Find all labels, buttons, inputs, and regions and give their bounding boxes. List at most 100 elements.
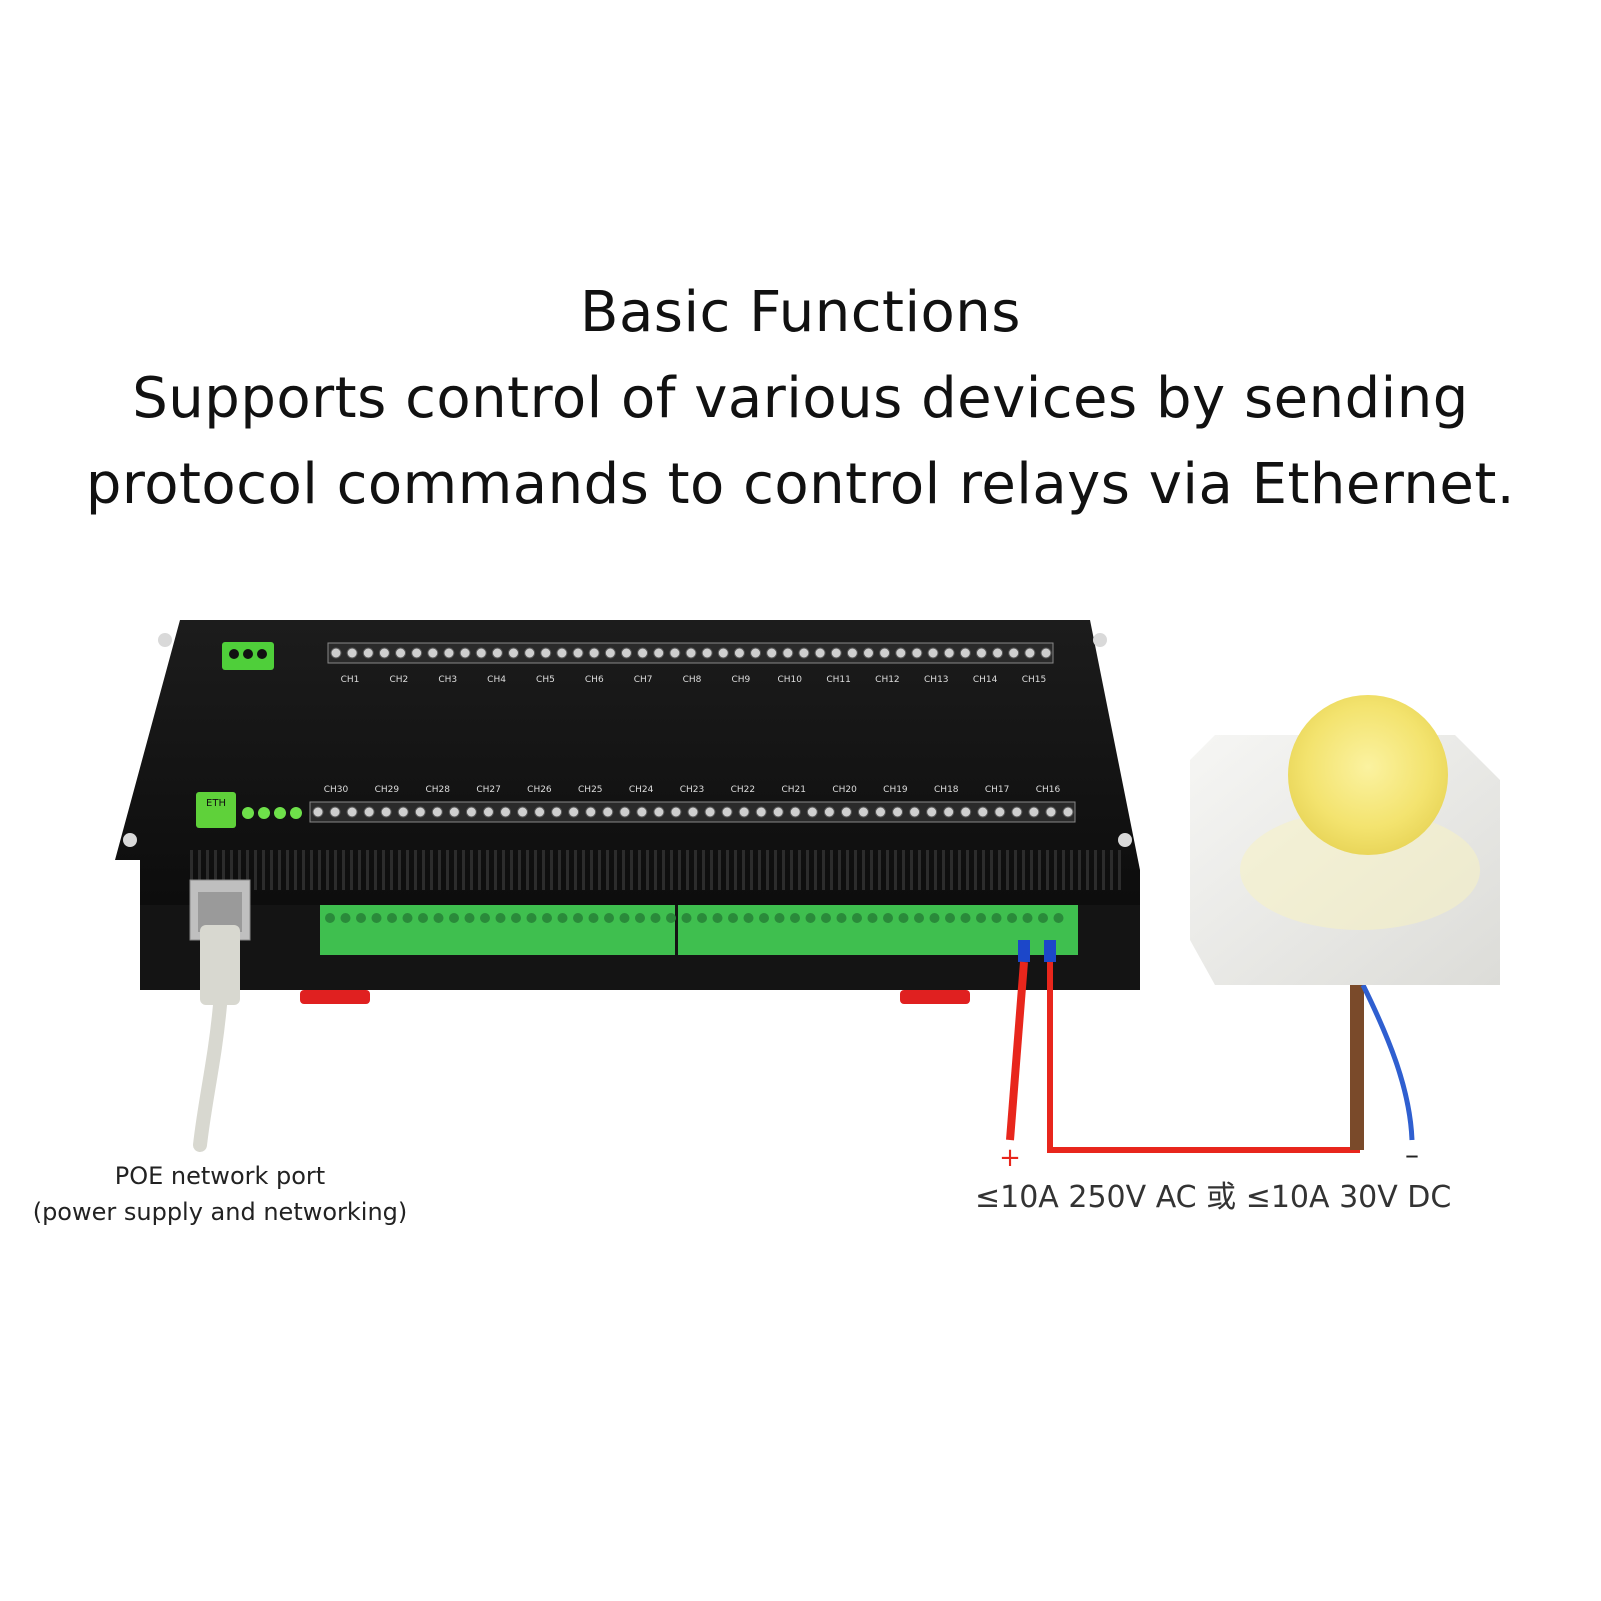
vent-slot <box>1014 850 1017 890</box>
terminal-screw-icon <box>782 647 794 659</box>
vent-slot <box>846 850 849 890</box>
vent-slot <box>542 850 545 890</box>
terminal-screw-icon <box>960 913 971 923</box>
red-wire-return <box>1047 962 1360 1153</box>
terminal-screw-icon <box>325 913 335 923</box>
vent-slot <box>390 850 393 890</box>
poe-callout: POE network port (power supply and netwo… <box>20 1158 420 1230</box>
terminal-screw-icon <box>867 913 878 923</box>
vent-slot <box>1110 850 1113 890</box>
terminal-screw-icon <box>914 913 924 923</box>
vent-slot <box>350 850 353 890</box>
terminal-screw-icon <box>431 806 443 818</box>
vent-slot <box>646 850 649 890</box>
terminal-screw-icon <box>411 647 423 659</box>
terminal-screw-icon <box>857 806 869 818</box>
terminal-screw-icon <box>911 647 923 659</box>
terminal-screw-icon <box>356 913 366 923</box>
terminal-screw-icon <box>909 806 921 818</box>
terminal-screw-icon <box>395 647 407 659</box>
channel-label: CH18 <box>934 785 959 795</box>
terminal-screw-icon <box>508 647 519 659</box>
vent-slot <box>990 850 993 890</box>
bottom-screw-row <box>312 806 1074 818</box>
terminal-screw-icon <box>976 913 986 923</box>
lamp-device <box>1190 695 1500 985</box>
vent-slot <box>1102 850 1105 890</box>
vent-slot <box>238 850 241 890</box>
terminal-screw-icon <box>766 647 778 659</box>
terminal-screw-icon <box>557 913 568 923</box>
vent-slot <box>190 850 193 890</box>
terminal-screw-icon <box>685 647 697 659</box>
channel-label: CH13 <box>924 675 949 685</box>
channel-label: CH3 <box>438 675 457 685</box>
terminal-screw-icon <box>363 806 375 818</box>
terminal-screw-icon <box>495 913 506 923</box>
channel-label: CH30 <box>324 785 349 795</box>
terminal-screw-icon <box>602 806 614 818</box>
terminal-screw-icon <box>636 806 648 818</box>
terminal-screw-icon <box>551 806 563 818</box>
terminal-screw-icon <box>500 806 511 818</box>
din-clip-left <box>300 990 370 1004</box>
terminal-screw-icon <box>1038 913 1048 923</box>
load-rating: ≤10A 250V AC 或 ≤10A 30V DC <box>975 1180 1452 1215</box>
vent-slot <box>286 850 289 890</box>
channel-label: CH12 <box>875 675 900 685</box>
terminal-screw-icon <box>414 806 426 818</box>
vent-slot <box>558 850 561 890</box>
terminal-screw-icon <box>243 649 253 659</box>
terminal-screw-icon <box>1007 913 1017 923</box>
vent-slot <box>1118 850 1121 890</box>
terminal-screw-icon <box>1024 647 1036 659</box>
terminal-screw-icon <box>687 806 699 818</box>
vent-slot <box>1070 850 1073 890</box>
terminal-screw-icon <box>362 647 374 659</box>
vent-slot <box>894 850 897 890</box>
channel-label: CH5 <box>536 675 555 685</box>
vent-slot <box>614 850 617 890</box>
vent-slot <box>758 850 761 890</box>
vent-slot <box>526 850 529 890</box>
vent-slot <box>766 850 769 890</box>
vent-slot <box>750 850 753 890</box>
vent-slot <box>270 850 273 890</box>
vent-slot <box>214 850 217 890</box>
terminal-screw-icon <box>704 806 716 818</box>
vent-slot <box>702 850 705 890</box>
vent-slot <box>478 850 481 890</box>
terminal-screw-icon <box>977 806 989 818</box>
channel-label: CH29 <box>375 785 400 795</box>
vent-slot <box>326 850 329 890</box>
terminal-screw-icon <box>346 647 358 659</box>
terminal-screw-icon <box>1022 913 1033 923</box>
terminal-screw-icon <box>717 647 729 659</box>
vent-slot <box>830 850 833 890</box>
channel-label: CH15 <box>1022 675 1047 685</box>
terminal-screw-icon <box>427 647 439 659</box>
vent-slot <box>742 850 745 890</box>
channel-label: CH11 <box>826 675 851 685</box>
channel-label: CH20 <box>832 785 857 795</box>
vent-slot <box>1038 850 1041 890</box>
vent-slot <box>462 850 465 890</box>
channel-label: CH14 <box>973 675 998 685</box>
terminal-screw-icon <box>459 647 471 659</box>
terminal-screw-icon <box>666 913 676 923</box>
terminal-screw-icon <box>534 806 546 818</box>
terminal-screw-icon <box>387 913 397 923</box>
vent-slot <box>278 850 281 890</box>
channel-label: CH22 <box>731 785 756 795</box>
terminal-screw-icon <box>433 913 444 923</box>
terminal-screw-icon <box>397 806 409 818</box>
terminal-screw-icon <box>846 647 858 659</box>
vent-slot <box>918 850 921 890</box>
terminal-screw-icon <box>738 806 750 818</box>
status-led-icon <box>242 807 254 819</box>
status-led-icon <box>290 807 302 819</box>
terminal-screw-icon <box>585 806 597 818</box>
vent-slot <box>446 850 449 890</box>
vent-slot <box>438 850 441 890</box>
terminal-screw-icon <box>743 913 754 923</box>
